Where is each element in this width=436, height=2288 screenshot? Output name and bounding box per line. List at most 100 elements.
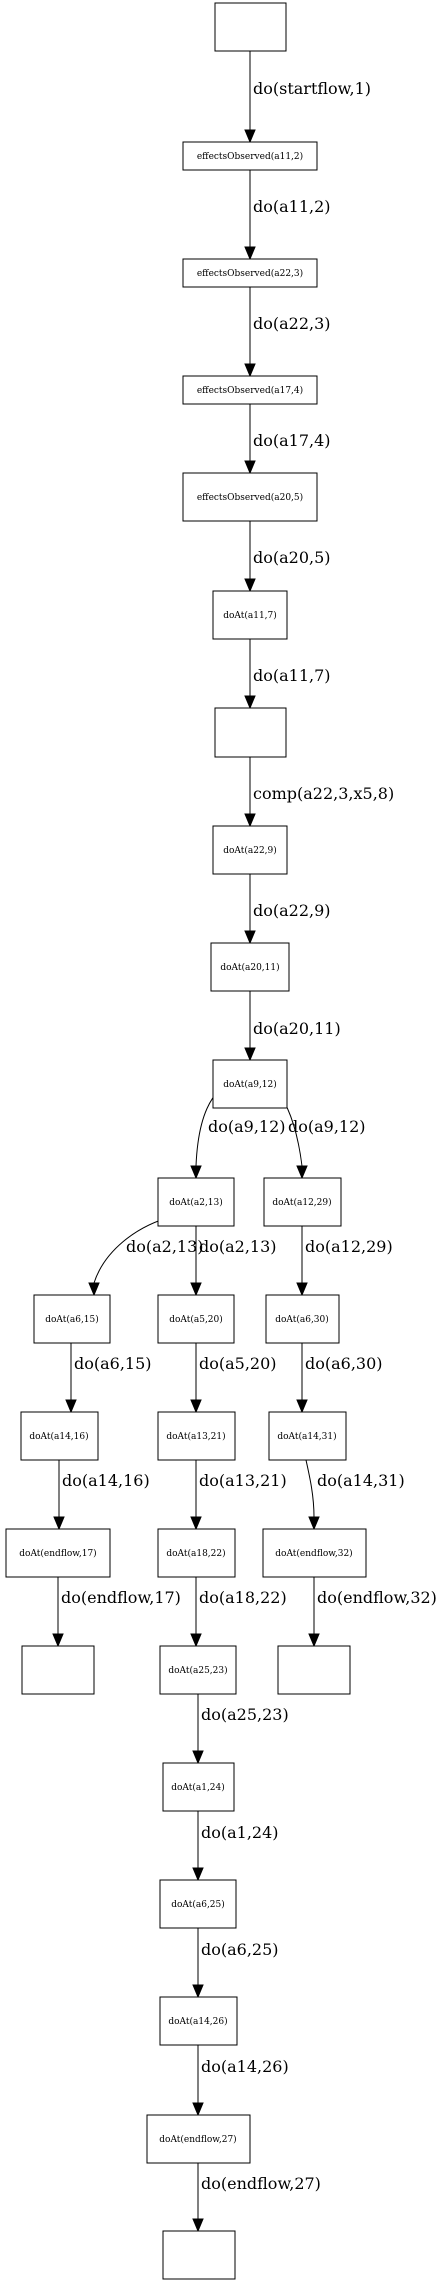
node-effects-observed-a11: effectsObserved(a11,2): [182, 141, 318, 171]
edge-n19-to-n22: do(a18,22): [190, 1577, 287, 1648]
edge-label: do(a17,4): [253, 431, 331, 450]
node-label: doAt(a9,12): [223, 1079, 277, 1090]
final-node-bottom: [162, 2230, 236, 2280]
edge-n10-to-n12: do(a2,13): [88, 1215, 204, 1297]
node-doat-a20: doAt(a20,11): [210, 942, 290, 992]
node-label: doAt(a1,24): [171, 1782, 225, 1793]
node-label: doAt(a25,23): [168, 1665, 227, 1676]
node-doat-a11: doAt(a11,7): [212, 590, 288, 640]
edge-n6-to-n7: comp(a22,3,x5,8): [244, 757, 394, 828]
edge-label: do(a22,9): [253, 901, 331, 920]
edge-n1-to-n2: do(a11,2): [244, 170, 331, 261]
edge-n2-to-n3: do(a22,3): [244, 287, 331, 378]
edge-label: do(a6,25): [201, 1940, 279, 1959]
node-label: doAt(a22,9): [223, 845, 277, 856]
edge-n7-to-n8: do(a22,9): [244, 874, 331, 945]
edge-label: do(a1,24): [201, 1823, 279, 1842]
edge-label: do(a6,30): [305, 1354, 383, 1373]
edge-n15-to-n18: do(a14,16): [53, 1460, 150, 1531]
node-effects-observed-a22: effectsObserved(a22,3): [182, 258, 318, 288]
node-label: effectsObserved(a11,2): [197, 151, 303, 162]
node-doat-a22: doAt(a22,9): [212, 825, 288, 875]
node-label: doAt(endflow,32): [275, 1548, 352, 1559]
node-label: doAt(a14,16): [29, 1431, 88, 1442]
node-label: doAt(a6,15): [45, 1314, 99, 1325]
node-doat-a2: doAt(a2,13): [157, 1177, 235, 1227]
node-label: doAt(a13,21): [166, 1431, 225, 1442]
edge-n27-to-n28: do(endflow,27): [192, 2163, 321, 2233]
node-label: doAt(a18,22): [166, 1548, 225, 1559]
edge-label: do(a22,3): [253, 314, 331, 333]
node-doat-a6-30: doAt(a6,30): [265, 1294, 340, 1344]
edge-label: do(a2,13): [199, 1237, 277, 1256]
edge-n24-to-n25: do(a1,24): [192, 1811, 279, 1882]
empty-state-node: [214, 707, 287, 758]
edge-label: do(a14,26): [201, 2057, 289, 2076]
final-node-left: [21, 1645, 95, 1695]
edge-n16-to-n19: do(a13,21): [190, 1460, 287, 1531]
edge-label: do(a20,5): [253, 548, 331, 567]
edge-label: do(a5,20): [199, 1354, 277, 1373]
edge-label: do(endflow,32): [317, 1588, 436, 1607]
edge-n4-to-n5: do(a20,5): [244, 521, 331, 593]
node-label: doAt(endflow,17): [19, 1548, 96, 1559]
node-doat-a14-16: doAt(a14,16): [20, 1411, 99, 1461]
edge-n20-to-n23: do(endflow,32): [308, 1577, 436, 1648]
final-node-right: [277, 1645, 351, 1695]
node-label: doAt(a20,11): [220, 962, 279, 973]
edge-n8-to-n9: do(a20,11): [244, 991, 341, 1062]
edge-n18-to-n21: do(endflow,17): [52, 1577, 181, 1648]
node-doat-endflow-27: doAt(endflow,27): [146, 2114, 251, 2164]
edge-n14-to-n17: do(a6,30): [296, 1343, 383, 1414]
edge-label: do(endflow,27): [201, 2174, 321, 2193]
node-label: doAt(endflow,27): [159, 2134, 236, 2145]
edge-n26-to-n27: do(a14,26): [192, 2045, 289, 2117]
edge-label: do(a20,11): [253, 1019, 341, 1038]
edge-label: do(a18,22): [199, 1588, 287, 1607]
node-label: doAt(a12,29): [272, 1197, 331, 1208]
node-doat-a1: doAt(a1,24): [162, 1762, 235, 1812]
node-effects-observed-a20: effectsObserved(a20,5): [182, 472, 318, 522]
edge-label: comp(a22,3,x5,8): [253, 784, 394, 803]
node-doat-a6-15: doAt(a6,15): [33, 1294, 111, 1344]
node-label: doAt(a11,7): [223, 610, 277, 621]
node-doat-a5: doAt(a5,20): [157, 1294, 235, 1344]
edge-n9-to-n11: do(a9,12): [263, 1077, 366, 1180]
node-doat-a25: doAt(a25,23): [159, 1645, 237, 1695]
node-doat-a6-25: doAt(a6,25): [159, 1879, 237, 1929]
edge-label: do(endflow,17): [61, 1588, 181, 1607]
edge-n17-to-n20: do(a14,31): [305, 1459, 405, 1531]
edge-label: do(a9,12): [288, 1117, 366, 1136]
node-label: doAt(a6,30): [275, 1314, 329, 1325]
node-doat-a13: doAt(a13,21): [157, 1411, 236, 1461]
node-label: doAt(a5,20): [169, 1314, 223, 1325]
start-node: [214, 2, 287, 52]
edge-label: do(startflow,1): [253, 79, 371, 98]
edge-n9-to-n10: do(a9,12): [190, 1077, 286, 1180]
edge-n22-to-n24: do(a25,23): [192, 1694, 289, 1765]
edge-n13-to-n16: do(a5,20): [190, 1343, 277, 1414]
edge-start-to-n1: do(startflow,1): [244, 51, 371, 144]
node-label: doAt(a6,25): [171, 1899, 225, 1910]
edge-label: do(a11,7): [253, 666, 331, 685]
edge-label: do(a9,12): [208, 1117, 286, 1136]
edge-n3-to-n4: do(a17,4): [244, 404, 331, 475]
edge-label: do(a14,31): [317, 1471, 405, 1490]
node-doat-a9: doAt(a9,12): [212, 1059, 288, 1109]
node-label: doAt(a14,26): [168, 2016, 227, 2027]
edge-label: do(a13,21): [199, 1471, 287, 1490]
node-doat-a12: doAt(a12,29): [263, 1177, 342, 1227]
edge-label: do(a14,16): [62, 1471, 150, 1490]
edge-label: do(a11,2): [253, 197, 331, 216]
edge-label: do(a6,15): [74, 1354, 152, 1373]
node-label: effectsObserved(a22,3): [197, 268, 303, 279]
node-doat-endflow-32: doAt(endflow,32): [262, 1528, 367, 1578]
node-doat-endflow-17: doAt(endflow,17): [5, 1528, 111, 1578]
edge-label: do(a25,23): [201, 1705, 289, 1724]
node-label: doAt(a2,13): [169, 1197, 223, 1208]
node-effects-observed-a17: effectsObserved(a17,4): [182, 375, 318, 405]
node-doat-a18: doAt(a18,22): [157, 1528, 236, 1578]
node-doat-a14-31: doAt(a14,31): [268, 1411, 347, 1461]
node-label: effectsObserved(a17,4): [197, 385, 303, 396]
edge-label: do(a2,13): [126, 1237, 204, 1256]
